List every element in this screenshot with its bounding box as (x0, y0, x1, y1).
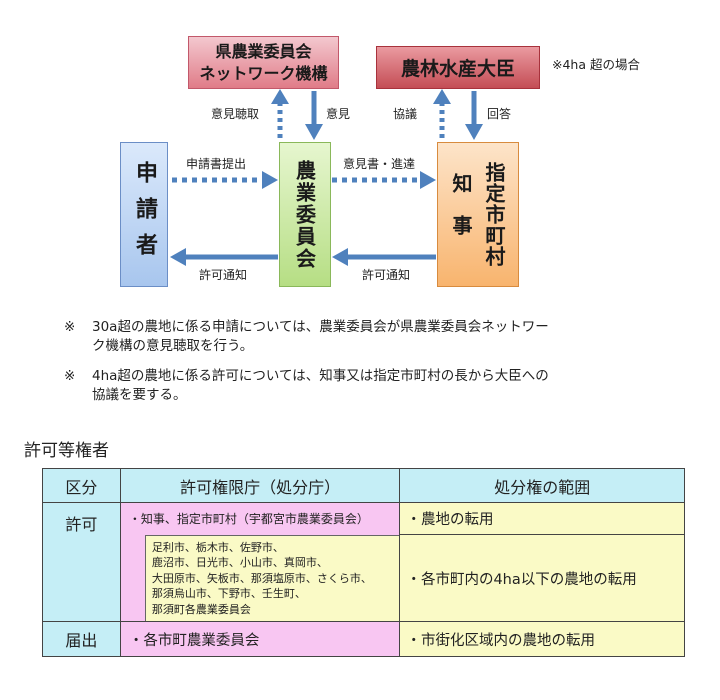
table-row-kyoka-2: 足利市、栃木市、佐野市、 鹿沼市、日光市、小山市、真岡市、 大田原市、矢板市、那… (43, 534, 685, 622)
cell-kyoka: 許可 (42, 502, 121, 622)
cell-row1-scope: ・農地の転用 (399, 502, 685, 535)
table-row-kyoka-1: 許可 ・知事、指定市町村（宇都宮市農業委員会） ・農地の転用 (42, 502, 685, 622)
cell-todokede: 届出 (42, 621, 121, 657)
arrowhead-kaitou (465, 124, 483, 140)
arrowhead-ikensho (420, 171, 436, 189)
header-authority: 許可権限庁（処分庁） (119, 468, 401, 503)
label-kaitou: 回答 (487, 107, 512, 121)
table-row-todokede: 届出 ・各市町農業委員会 ・市街化区域内の農地の転用 (42, 621, 685, 657)
cell-row3-scope: ・市街化区域内の農地の転用 (399, 621, 685, 657)
row2-city-line: 那須烏山市、下野市、壬生町、 (151, 587, 306, 600)
applicant-box-label: 申請者 (132, 160, 157, 269)
row2-city-line: 鹿沼市、日光市、小山市、真岡市、 (151, 556, 328, 569)
committee-box: 農業委員会 (279, 142, 331, 287)
row1-scope-text: ・農地の転用 (406, 512, 494, 528)
section-title: 許可等権者 (24, 441, 109, 461)
cell-kyoka-label: 許可 (65, 515, 98, 534)
label-kyougi: 協議 (393, 107, 418, 121)
governor-box: 指定市町村 知事 (437, 142, 519, 287)
note-2-mark: ※ (64, 368, 76, 384)
cell-row2-authority: 足利市、栃木市、佐野市、 鹿沼市、日光市、小山市、真岡市、 大田原市、矢板市、那… (119, 534, 401, 622)
row2-city-line: 那須町各農業委員会 (151, 602, 251, 616)
label-kyoka-tsuchi-left: 許可通知 (199, 268, 248, 282)
minister-box: 農林水産大臣 (376, 46, 540, 89)
row2-city-line: 足利市、栃木市、佐野市、 (151, 540, 284, 554)
minister-box-label: 農林水産大臣 (400, 58, 515, 80)
table-header-row: 区分 許可権限庁（処分庁） 処分権の範囲 (42, 468, 685, 503)
cell-row2-scope: ・各市町内の4ha以下の農地の転用 (399, 534, 685, 622)
note-2-line2: 協議を要する。 (92, 387, 187, 403)
flow-arrows (170, 89, 483, 266)
header-kubun: 区分 (42, 468, 121, 503)
cell-todokede-label: 届出 (65, 631, 98, 650)
note-1-line2: ク機構の意見聴取を行う。 (92, 338, 254, 354)
row1-authority-text: ・知事、指定市町村（宇都宮市農業委員会） (128, 512, 369, 527)
applicant-box: 申請者 (120, 142, 168, 287)
row2-city-line: 大田原市、矢板市、那須塩原市、さくら市、 (151, 571, 372, 585)
permission-table: 区分 許可権限庁（処分庁） 処分権の範囲 許可 ・知事、指定市町村（宇都宮市農業… (42, 468, 685, 657)
minister-note: ※4ha 超の場合 (552, 57, 640, 72)
governor-box-col1: 知事 (449, 172, 473, 257)
governor-box-col2: 指定市町村 (482, 162, 506, 267)
header-scope: 処分権の範囲 (399, 468, 685, 503)
cell-row3-authority: ・各市町農業委員会 (119, 621, 401, 657)
arrowhead-shinseisho (262, 171, 278, 189)
note-1-line1: 30a超の農地に係る申請については、農業委員会が県農業委員会ネットワー (92, 319, 549, 335)
arrowhead-kyoka-right (332, 248, 348, 266)
row3-scope-text: ・市街化区域内の農地の転用 (406, 632, 595, 649)
label-iken: 意見 (326, 107, 351, 121)
label-iken-chouju: 意見聴取 (211, 107, 260, 121)
committee-box-label: 農業委員会 (292, 159, 317, 270)
note-1-mark: ※ (64, 319, 76, 335)
label-ikensho-shintatsu: 意見書・進達 (343, 157, 416, 171)
row2-cities-box: 足利市、栃木市、佐野市、 鹿沼市、日光市、小山市、真岡市、 大田原市、矢板市、那… (144, 534, 400, 621)
label-kyoka-tsuchi-right: 許可通知 (362, 268, 411, 282)
network-box-line1: 県農業委員会 (215, 41, 312, 61)
network-box: 県農業委員会 ネットワーク機構 (188, 36, 339, 89)
label-shinseisho-teishutsu: 申請書提出 (186, 157, 247, 171)
arrowhead-kyoka-left (170, 248, 186, 266)
cell-row1-authority: ・知事、指定市町村（宇都宮市農業委員会） (119, 502, 401, 535)
note-2-line1: 4ha超の農地に係る許可については、知事又は指定市町村の長から大臣への (92, 368, 549, 384)
network-box-line2: ネットワーク機構 (199, 63, 328, 83)
row3-authority-text: ・各市町農業委員会 (128, 632, 260, 649)
arrowhead-iken (305, 124, 323, 140)
arrowhead-kyougi (433, 89, 451, 104)
arrowhead-iken-chouju (271, 89, 289, 104)
row2-scope-text: ・各市町内の4ha以下の農地の転用 (406, 571, 637, 588)
